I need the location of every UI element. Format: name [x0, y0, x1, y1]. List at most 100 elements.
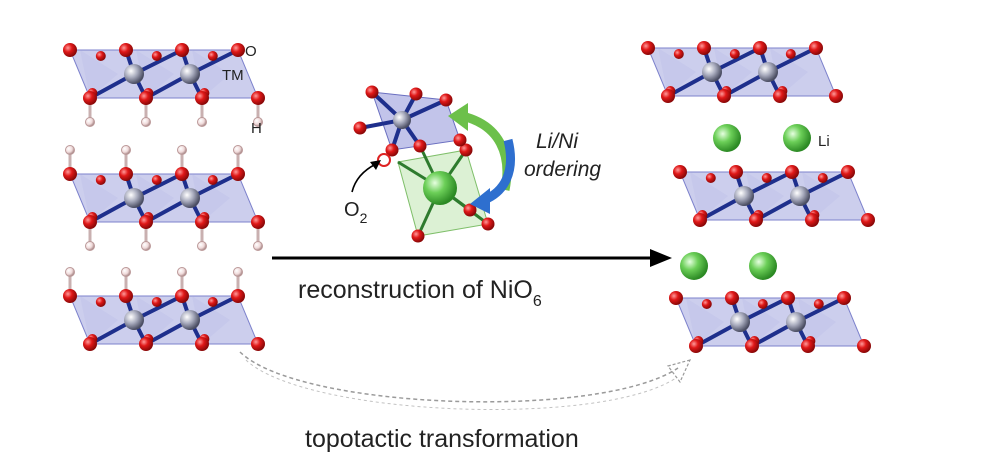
oxygen-atom	[481, 217, 495, 231]
oxygen-atom	[83, 215, 97, 229]
tm-oxide-layer	[673, 165, 875, 227]
hydrogen-atom	[141, 117, 151, 127]
octahedron-face	[192, 296, 230, 344]
oxygen-atom	[761, 173, 772, 183]
oxygen-atom	[63, 289, 77, 303]
oxygen-label: O	[245, 43, 257, 60]
oxygen-atom	[175, 289, 189, 303]
transition-metal-atom	[124, 64, 144, 84]
layered-oxide-product-structure	[641, 41, 875, 353]
oxygen-atom	[139, 91, 153, 105]
oxygen-atom	[207, 297, 218, 307]
oxygen-atom	[195, 337, 209, 351]
oxygen-atom	[693, 213, 707, 227]
oxygen-atom	[773, 89, 787, 103]
oxygen-atom	[83, 91, 97, 105]
hydrogen-atom	[85, 117, 95, 127]
octahedron-face	[80, 174, 118, 222]
oxygen-atom	[801, 339, 815, 353]
oxygen-atom	[119, 167, 133, 181]
oxygen-atom	[175, 43, 189, 57]
topotactic-curve-arrow	[239, 351, 679, 403]
transition-metal-atom	[124, 188, 144, 208]
lithium-ion	[680, 252, 708, 280]
oxygen-atom	[697, 41, 711, 55]
oxygen-atom	[139, 337, 153, 351]
octahedron-face	[192, 50, 230, 98]
octahedron-face	[714, 48, 752, 96]
tm-oxide-layer	[63, 43, 265, 127]
oxygen-atom	[757, 299, 768, 309]
oxygen-atom	[95, 51, 106, 61]
topotactic-arrowhead	[666, 359, 692, 384]
oxygen-atom	[725, 291, 739, 305]
oxygen-atom	[95, 175, 106, 185]
ordering-arrowhead-blue	[470, 188, 490, 214]
transition-metal-atom	[758, 62, 778, 82]
oxygen-atom	[753, 41, 767, 55]
oxygen-atom	[729, 165, 743, 179]
ordering-arrowhead-green	[448, 103, 468, 131]
hydrogen-atom	[177, 267, 187, 277]
oxygen-atom	[151, 297, 162, 307]
oxygen-atom	[689, 339, 703, 353]
octahedron-face	[798, 298, 836, 346]
lithium-ion	[713, 124, 741, 152]
oxygen-atom	[439, 93, 453, 107]
octahedron-face	[80, 50, 118, 98]
oxygen-atom	[411, 229, 425, 243]
transition-metal-atom	[786, 312, 806, 332]
oxygen-atom	[841, 165, 855, 179]
oxygen-atom	[207, 175, 218, 185]
tm-oxide-layer	[641, 41, 843, 103]
hydrogen-atom	[65, 267, 75, 277]
octahedron-face	[746, 172, 784, 220]
octahedron-face	[802, 172, 840, 220]
octahedron-face	[192, 174, 230, 222]
oxygen-atom	[385, 143, 399, 157]
oxygen-atom	[251, 91, 265, 105]
oxygen-atom	[861, 213, 875, 227]
oxygen-atom	[641, 41, 655, 55]
transition-metal-atom	[180, 310, 200, 330]
nickel-atom	[393, 111, 411, 129]
transition-metal-atom	[790, 186, 810, 206]
oxygen-atom	[151, 51, 162, 61]
transition-metal-atom	[180, 64, 200, 84]
oxygen-atom	[745, 339, 759, 353]
oxygen-atom	[813, 299, 824, 309]
hydrogen-atom	[141, 241, 151, 251]
oxygen-atom	[175, 167, 189, 181]
transition-metal-atom	[734, 186, 754, 206]
oxygen-vacancy	[377, 153, 391, 167]
oxygen-atom	[251, 215, 265, 229]
hydrogen-atom	[253, 117, 263, 127]
oxygen-atom	[63, 167, 77, 181]
hydrogen-atom	[85, 241, 95, 251]
oxygen-atom	[809, 41, 823, 55]
reaction-arrowhead	[650, 249, 672, 267]
topotactic-label: topotactic transformation	[305, 425, 579, 453]
oxygen-atom	[195, 91, 209, 105]
octahedron-face	[136, 174, 174, 222]
hydrogen-atom	[65, 145, 75, 155]
oxygen-atom	[231, 43, 245, 57]
o2-pointer-arrowhead	[370, 160, 381, 170]
octahedron-face	[690, 172, 728, 220]
hydrogen-atom	[177, 145, 187, 155]
octahedron-face	[770, 48, 808, 96]
o2-label: O2	[344, 199, 368, 226]
oxygen-atom	[817, 173, 828, 183]
oxygen-atom	[669, 291, 683, 305]
tm-oxide-layer	[669, 291, 871, 353]
octahedron-face	[658, 48, 696, 96]
oxygen-atom	[453, 133, 467, 147]
o2-pointer-arrow	[351, 163, 377, 193]
oxygen-atom	[857, 339, 871, 353]
oxygen-atom	[365, 85, 379, 99]
oxygen-atom	[207, 51, 218, 61]
hydrogen-atom	[253, 241, 263, 251]
hydrogen-atom	[233, 145, 243, 155]
oxygen-atom	[705, 173, 716, 183]
